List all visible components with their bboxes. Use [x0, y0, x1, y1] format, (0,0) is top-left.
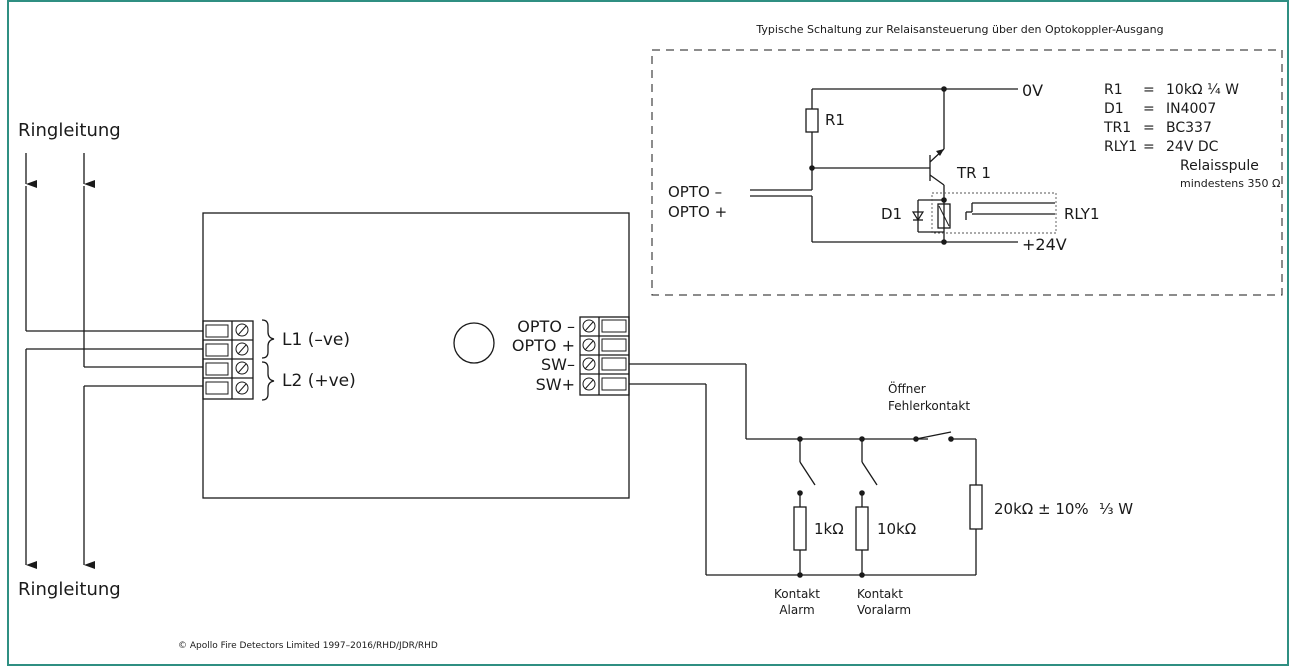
part-ref: R1 [1104, 82, 1123, 98]
alarm-contact-label-1: Kontakt [774, 587, 820, 601]
eol-resistor-label: 20kΩ ± 10% [994, 500, 1089, 518]
alarm-switch [799, 461, 816, 486]
eol-resistor-power: ⅓ W [1099, 500, 1133, 518]
fault-contact-label-1: Öffner [888, 380, 926, 396]
inset-box [651, 49, 1283, 296]
d1-label: D1 [881, 205, 902, 223]
page-frame [7, 0, 1289, 666]
l1-label: L1 (–ve) [282, 330, 350, 350]
rly1-coil [937, 203, 951, 229]
plus-24v-label: +24V [1022, 235, 1067, 254]
coil-min-label: mindestens 350 Ω [1180, 177, 1280, 190]
sw-plus-label: SW+ [536, 375, 575, 394]
ring-top-label: Ringleitung [18, 120, 121, 141]
part-ref: RLY1 [1104, 139, 1137, 155]
coil-label: Relaisspule [1180, 158, 1259, 174]
alarm-resistor [793, 506, 807, 551]
ring-wiring [25, 153, 203, 569]
part-eq: = [1143, 82, 1155, 98]
inset-opto-minus-label: OPTO – [668, 183, 722, 201]
switch-circuit [629, 363, 983, 578]
r1-resistor [805, 108, 819, 133]
fault-contact [915, 431, 952, 440]
right-terminal-block [579, 316, 630, 396]
eol-resistor [969, 484, 983, 530]
part-ref: TR1 [1103, 120, 1131, 136]
prealarm-contact-label-2: Voralarm [857, 603, 911, 617]
parts-list: R1 = 10kΩ ¼ W D1 = IN4007 TR1 = BC337 RL… [1103, 82, 1239, 155]
inset-circuit [750, 86, 1057, 245]
alarm-resistor-label: 1kΩ [814, 520, 844, 538]
d1-diode [911, 211, 925, 222]
inset-opto-plus-label: OPTO + [668, 203, 727, 221]
rly1-enclosure [931, 192, 1057, 234]
l1-brace [261, 319, 275, 359]
left-terminal-block [202, 320, 254, 400]
part-eq: = [1143, 120, 1155, 136]
r1-label: R1 [825, 111, 845, 129]
fault-contact-label-2: Fehlerkontakt [888, 399, 970, 413]
ring-bottom-label: Ringleitung [18, 579, 121, 600]
prealarm-contact-label-1: Kontakt [857, 587, 903, 601]
prealarm-resistor-label: 10kΩ [877, 520, 916, 538]
zero-v-label: 0V [1022, 81, 1043, 100]
rly1-label: RLY1 [1064, 205, 1100, 223]
copyright: © Apollo Fire Detectors Limited 1997–201… [178, 641, 438, 651]
tr1-label: TR 1 [956, 164, 991, 182]
part-ref: D1 [1104, 101, 1124, 117]
part-value: BC337 [1166, 120, 1212, 136]
opto-minus-label: OPTO – [517, 317, 575, 336]
prealarm-resistor [855, 506, 869, 551]
opto-plus-label: OPTO + [512, 336, 575, 355]
device-led [453, 322, 495, 364]
sw-minus-label: SW– [541, 355, 575, 374]
part-eq: = [1143, 139, 1155, 155]
alarm-contact-label-2: Alarm [779, 603, 814, 617]
part-value: 10kΩ ¼ W [1166, 82, 1239, 98]
l2-label: L2 (+ve) [282, 371, 356, 391]
l2-brace [261, 361, 275, 401]
inset-title: Typische Schaltung zur Relaisansteuerung… [755, 23, 1163, 36]
part-value: 24V DC [1166, 139, 1219, 155]
part-value: IN4007 [1166, 101, 1216, 117]
prealarm-switch [861, 461, 878, 486]
part-eq: = [1143, 101, 1155, 117]
